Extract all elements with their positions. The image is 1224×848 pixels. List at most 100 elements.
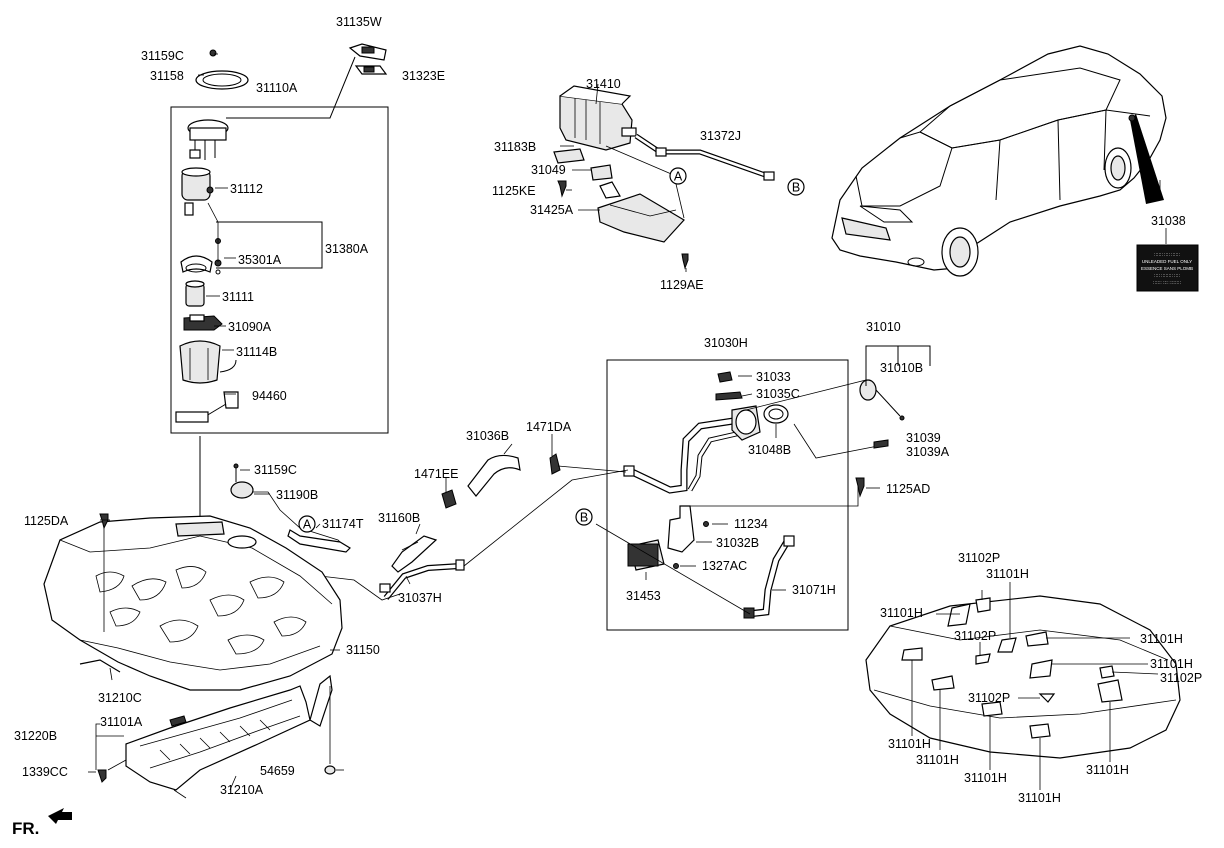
label-31049: 31049 bbox=[531, 163, 566, 177]
fuel-pump-module-group bbox=[170, 49, 389, 434]
label-31102P-4: 31102P bbox=[968, 691, 1010, 705]
marker-a-label: A bbox=[674, 170, 683, 184]
label-31453: 31453 bbox=[626, 589, 661, 603]
label-31114B: 31114B bbox=[236, 345, 277, 359]
fuel-label-sticker: ∷∷∷ ∷∷ ∷∷∷ UNLEADED FUEL ONLY ESSENCE SA… bbox=[1136, 244, 1199, 292]
reservoir-cup-part bbox=[179, 340, 237, 384]
marker-b2-icon bbox=[575, 508, 593, 526]
label-31135W: 31135W bbox=[336, 15, 382, 29]
label-1471EE: 1471EE bbox=[414, 467, 458, 481]
label-31380A: 31380A bbox=[325, 242, 369, 256]
label-31158: 31158 bbox=[150, 69, 184, 83]
label-31150: 31150 bbox=[346, 643, 380, 657]
fuel-label-line1: UNLEADED FUEL ONLY bbox=[1142, 259, 1192, 264]
front-arrow-icon bbox=[48, 808, 72, 824]
label-31101H-9: 31101H bbox=[1018, 791, 1061, 805]
label-31037H: 31037H bbox=[398, 591, 442, 605]
label-31101H-6: 31101H bbox=[916, 753, 959, 767]
label-54659: 54659 bbox=[260, 764, 295, 778]
fuel-label-line2: ESSENCE SANS PLOMB bbox=[1141, 266, 1193, 271]
label-31036B: 31036B bbox=[466, 429, 509, 443]
label-31425A: 31425A bbox=[530, 203, 574, 217]
label-31048B: 31048B bbox=[748, 443, 791, 457]
label-1125KE: 1125KE bbox=[492, 184, 536, 198]
label-31035C: 31035C bbox=[756, 387, 800, 401]
label-31159C-mid: 31159C bbox=[254, 463, 297, 477]
label-31030H: 31030H bbox=[704, 336, 748, 350]
connector-parts bbox=[226, 43, 388, 119]
part-labels: 31135W 31159C 31158 31323E 31110A 31112 … bbox=[14, 15, 1202, 805]
front-direction-indicator: FR. bbox=[12, 808, 72, 838]
label-31210C: 31210C bbox=[98, 691, 142, 705]
svg-text:∷∷∷ ∷∷ ∷∷∷: ∷∷∷ ∷∷ ∷∷∷ bbox=[1154, 252, 1180, 257]
label-1327AC: 1327AC bbox=[702, 559, 747, 573]
fuel-pump-module-frame bbox=[170, 106, 389, 434]
front-label: FR. bbox=[12, 819, 39, 838]
fuel-filter-part bbox=[181, 167, 214, 216]
label-31071H: 31071H bbox=[792, 583, 836, 597]
label-1125AD: 1125AD bbox=[886, 482, 930, 496]
label-31210A: 31210A bbox=[220, 783, 264, 797]
label-31090A: 31090A bbox=[228, 320, 272, 334]
marker-a2-icon bbox=[298, 515, 316, 533]
label-31101H-2: 31101H bbox=[880, 606, 923, 620]
label-1339CC: 1339CC bbox=[22, 765, 68, 779]
fuel-pump-part bbox=[185, 280, 205, 307]
label-31112: 31112 bbox=[230, 182, 263, 196]
leader-lines bbox=[88, 53, 1167, 791]
label-31190B: 31190B bbox=[276, 488, 318, 502]
vehicle-illustration bbox=[831, 45, 1167, 277]
label-11234: 11234 bbox=[734, 517, 768, 531]
label-31033: 31033 bbox=[756, 370, 791, 384]
markers: A B A B bbox=[298, 167, 805, 533]
label-31010: 31010 bbox=[866, 320, 901, 334]
canister-group bbox=[553, 85, 775, 270]
label-31110A: 31110A bbox=[256, 81, 298, 95]
label-1471DA: 1471DA bbox=[526, 420, 572, 434]
label-31410: 31410 bbox=[586, 77, 621, 91]
label-31038: 31038 bbox=[1151, 214, 1186, 228]
marker-a-icon bbox=[669, 167, 687, 185]
label-31039: 31039 bbox=[906, 431, 941, 445]
label-31111: 31111 bbox=[222, 290, 254, 304]
label-31102P-1: 31102P bbox=[958, 551, 1000, 565]
label-31159C-top: 31159C bbox=[141, 49, 184, 63]
label-31220B: 31220B bbox=[14, 729, 57, 743]
svg-text:∷∷ ∷∷∷∷ ∷∷: ∷∷ ∷∷∷∷ ∷∷ bbox=[1154, 273, 1180, 278]
marker-b2-label: B bbox=[580, 511, 588, 525]
label-31102P-3: 31102P bbox=[1160, 671, 1202, 685]
label-31174T: 31174T bbox=[322, 517, 364, 531]
marker-b-label: B bbox=[792, 181, 800, 195]
label-31101A: 31101A bbox=[100, 715, 143, 729]
label-31032B: 31032B bbox=[716, 536, 759, 550]
label-1129AE: 1129AE bbox=[660, 278, 704, 292]
pump-holder-part bbox=[183, 314, 223, 331]
label-31010B: 31010B bbox=[880, 361, 923, 375]
fuel-level-sender-part bbox=[175, 391, 239, 423]
fuel-tank-part bbox=[43, 463, 351, 691]
label-31101H-3: 31101H bbox=[1140, 632, 1183, 646]
label-31101H-1: 31101H bbox=[986, 567, 1029, 581]
label-1125DA: 1125DA bbox=[24, 514, 69, 528]
filler-neck-frame bbox=[606, 359, 849, 631]
label-31101H-7: 31101H bbox=[964, 771, 1007, 785]
filler-neck-group bbox=[595, 359, 905, 631]
heat-shield-part bbox=[79, 659, 336, 799]
label-94460: 94460 bbox=[252, 389, 287, 403]
label-31101H-8: 31101H bbox=[1086, 763, 1129, 777]
label-35301A: 35301A bbox=[238, 253, 282, 267]
hose-parts bbox=[199, 436, 629, 601]
label-31039A: 31039A bbox=[906, 445, 950, 459]
label-31160B: 31160B bbox=[378, 511, 420, 525]
svg-text:∷∷∷ ∷∷ ∷∷∷∷: ∷∷∷ ∷∷ ∷∷∷∷ bbox=[1153, 280, 1181, 285]
label-31323E: 31323E bbox=[402, 69, 445, 83]
label-31101H-5: 31101H bbox=[888, 737, 931, 751]
regulator-part bbox=[180, 238, 222, 275]
label-31102P-2: 31102P bbox=[954, 629, 996, 643]
label-31183B: 31183B bbox=[494, 140, 536, 154]
marker-b-icon bbox=[787, 178, 805, 196]
label-31372J: 31372J bbox=[700, 129, 741, 143]
marker-a2-label: A bbox=[303, 518, 312, 532]
label-31101H-4: 31101H bbox=[1150, 657, 1193, 671]
